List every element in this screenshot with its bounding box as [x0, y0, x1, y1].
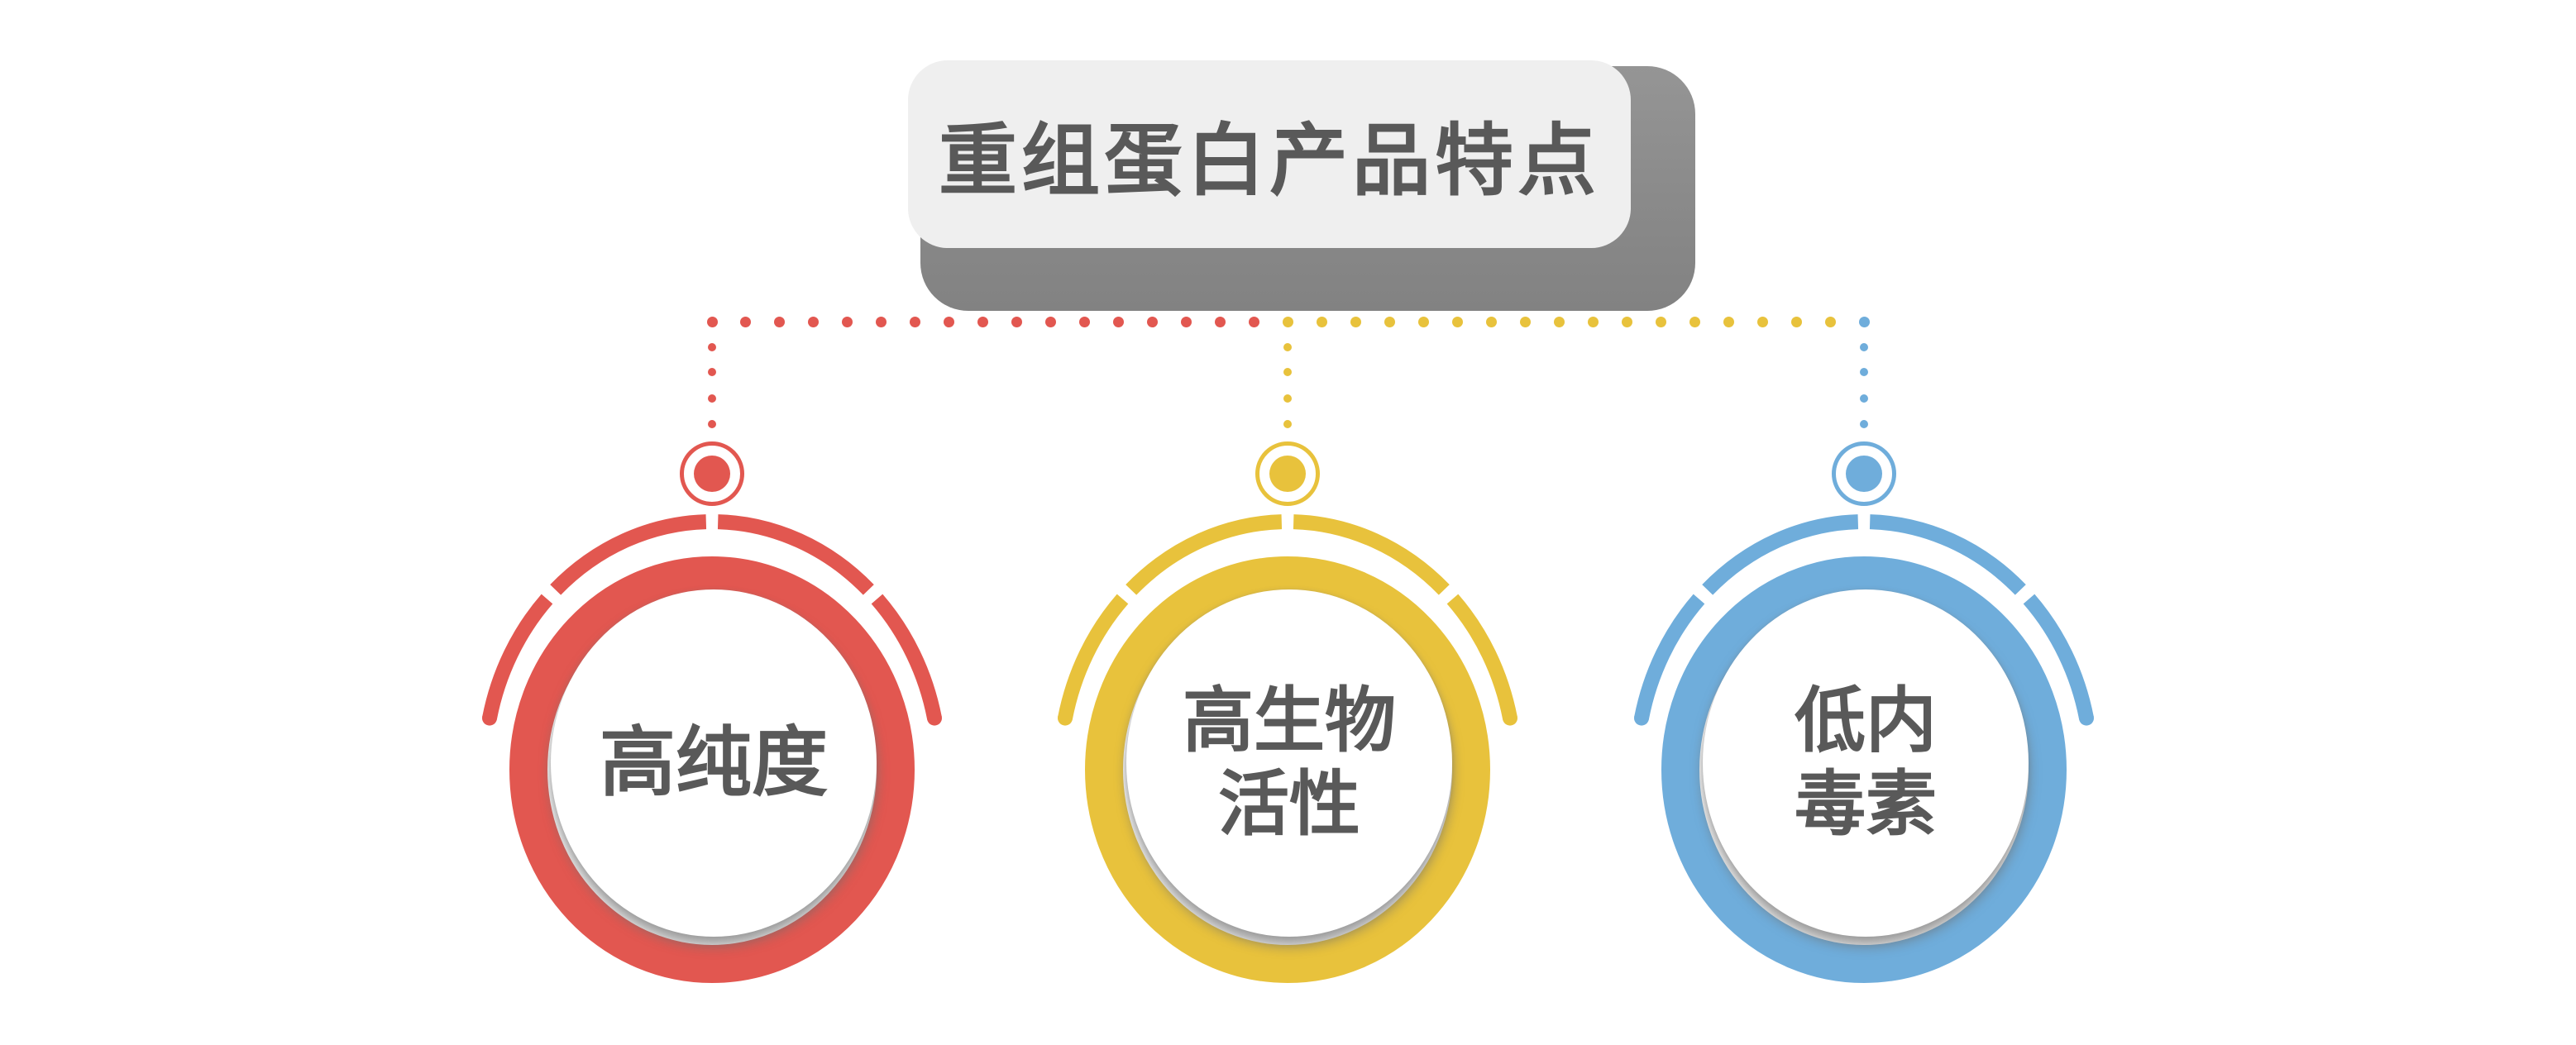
vertical-connector-dot: [1283, 343, 1292, 351]
bullseye-marker: [1832, 441, 1896, 506]
connector-dot: [876, 316, 887, 327]
connector-dot: [1553, 316, 1565, 327]
ring: [1661, 556, 2067, 983]
connector-dot: [1079, 316, 1091, 327]
feature-label: 高纯度: [548, 639, 879, 887]
connector-dot: [1723, 316, 1734, 327]
outer-arc-segment: [1634, 594, 1705, 720]
connector-dot: [1147, 316, 1159, 327]
outer-arc-segment: [2023, 594, 2094, 720]
connector-dot: [1181, 316, 1192, 327]
bullseye-dot: [1269, 456, 1306, 492]
inner-circle: [1703, 589, 2029, 937]
connector-dot: [1824, 316, 1836, 327]
feature-node-high-bioactivity: 高生物活性: [1031, 0, 1544, 1045]
vertical-connector-dot: [1283, 368, 1292, 376]
vertical-connector-dot: [1860, 394, 1868, 403]
connector-dot: [1417, 316, 1429, 327]
bullseye-marker: [1255, 441, 1320, 506]
outer-arc-segment: [482, 594, 553, 720]
inner-circle: [551, 589, 877, 937]
outer-arc-segment: [1126, 514, 1283, 595]
connector-dot: [1011, 316, 1023, 327]
title-box: 重组蛋白产品特点: [908, 60, 1631, 248]
connector-dot: [706, 316, 718, 327]
bullseye-marker: [680, 441, 744, 506]
connector-dot: [1587, 316, 1599, 327]
outer-arc-segment: [1446, 594, 1517, 720]
vertical-connector-dot: [1283, 394, 1292, 403]
bullseye-dot: [1846, 456, 1882, 492]
outer-arc-segment: [717, 514, 874, 595]
bullseye-dot: [694, 456, 730, 492]
connector-dot: [1350, 316, 1361, 327]
outer-arc-segment: [1869, 514, 2026, 595]
connector-dot: [808, 316, 820, 327]
feature-node-high-purity: 高纯度: [456, 0, 968, 1045]
feature-label-line: 活性: [1218, 765, 1360, 844]
ring-icon: [482, 514, 942, 983]
vertical-connector-dot: [708, 420, 716, 428]
feature-label-line: 高生物: [1183, 680, 1396, 761]
arc-endcap: [1058, 710, 1073, 726]
vertical-connector-dot: [1860, 368, 1868, 376]
connector-dot: [1451, 316, 1463, 327]
arc-endcap: [927, 710, 942, 726]
ring-icon: [1058, 514, 1517, 983]
feature-label: 低内毒素: [1700, 639, 2031, 887]
outer-arc-segment: [871, 594, 942, 720]
ring-icon: [1634, 514, 2094, 983]
arc-endcap: [2079, 710, 2094, 726]
arc-endcap: [1503, 710, 1517, 726]
ring: [509, 556, 915, 983]
connector-dot: [977, 316, 989, 327]
connector-dot: [1621, 316, 1632, 327]
connector-dot: [774, 316, 786, 327]
arc-endcap: [482, 710, 497, 726]
feature-label-line: 毒素: [1795, 765, 1937, 844]
connector-dot: [1790, 316, 1802, 327]
ring: [1085, 556, 1490, 983]
connector-dot: [1519, 316, 1531, 327]
connector-dot: [842, 316, 853, 327]
vertical-connector-dot: [1860, 420, 1868, 428]
connector-dot: [740, 316, 752, 327]
feature-label-line: 低内: [1795, 680, 1937, 761]
connector-dot: [1485, 316, 1497, 327]
connector-dot: [1316, 316, 1327, 327]
connector-dot: [1249, 316, 1260, 327]
connector-dot: [910, 316, 921, 327]
connector-dot: [944, 316, 955, 327]
connector-dot: [1215, 316, 1226, 327]
connector-dot: [1689, 316, 1700, 327]
connector-dot: [1283, 316, 1293, 327]
outer-arc-segment: [1058, 594, 1129, 720]
connector-dot: [1858, 316, 1870, 327]
connector-dot: [1045, 316, 1057, 327]
feature-label: 高生物活性: [1124, 639, 1455, 887]
connector-dot: [1655, 316, 1666, 327]
connector-dot: [1113, 316, 1125, 327]
outer-arc-segment: [1293, 514, 1450, 595]
vertical-connector-dot: [708, 343, 716, 351]
vertical-connector-dot: [708, 368, 716, 376]
connector-dot: [1756, 316, 1768, 327]
page-title: 重组蛋白产品特点: [938, 117, 1600, 205]
outer-arc-segment: [550, 514, 707, 595]
vertical-connector-dot: [708, 394, 716, 403]
inner-circle: [1126, 589, 1452, 937]
connector-dot: [1384, 316, 1395, 327]
vertical-connector-dot: [1283, 420, 1292, 428]
feature-node-low-endotoxin: 低内毒素: [1608, 0, 2120, 1045]
vertical-connector-dot: [1860, 343, 1868, 351]
outer-arc-segment: [1702, 514, 1859, 595]
arc-endcap: [1634, 710, 1649, 726]
feature-label-line: 高纯度: [599, 720, 828, 805]
